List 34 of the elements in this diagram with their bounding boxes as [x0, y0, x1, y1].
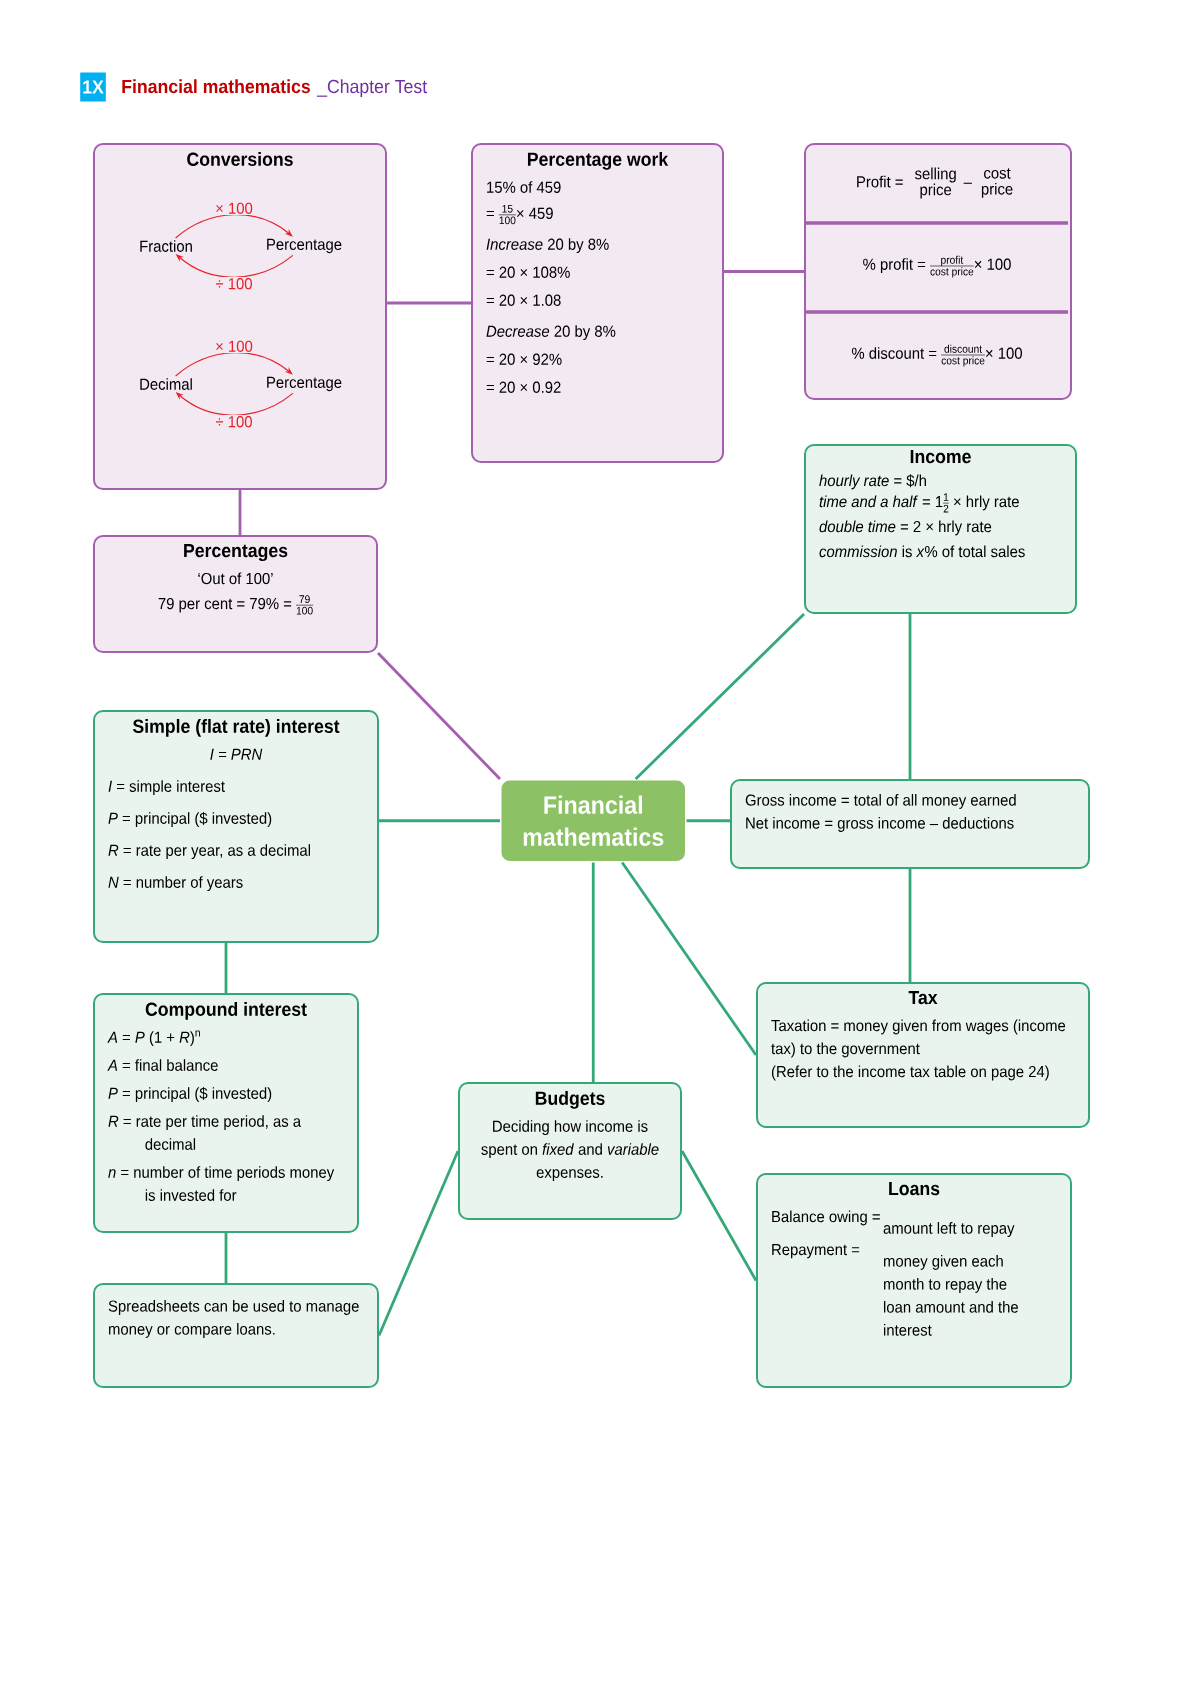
edge-label: ÷ 100 — [214, 415, 254, 429]
connector-line — [591, 862, 595, 1082]
connector-line — [908, 614, 912, 779]
connector-line — [634, 613, 805, 780]
connector-line — [224, 1233, 228, 1283]
connector-line — [238, 490, 242, 535]
connector-line — [224, 943, 228, 993]
topic-box: Gross income = total of all money earned Net income = gross income – deductions — [730, 779, 1090, 869]
connector-line — [724, 270, 804, 273]
term-label: Percentage — [267, 238, 342, 254]
topic-box: Compound interest A = P (1 + R)$^{n}$ A = final balance P = principal ($ invested) R = rate per time period, as a decimal n = number of time periods money is invested for — [93, 993, 359, 1233]
connector-line — [908, 869, 912, 982]
section-badge: 1X — [80, 72, 106, 102]
connector-line — [379, 819, 500, 823]
connector-line — [680, 1150, 758, 1282]
connector-line — [621, 861, 758, 1056]
connector-line — [387, 301, 471, 305]
curved-arrow — [175, 214, 293, 239]
topic-box: Tax Taxation = money given from wages (income tax) to the government (Refer to the income tax table on page 24) — [756, 982, 1090, 1128]
title: Financial mathematics — [122, 79, 310, 94]
topic-box: Simple (flat rate) interest I = PRN I = simple interest P = principal ($ invested) R = rate per year, as a decimal N = number of years — [93, 710, 379, 943]
topic-box: Loans Balance owing = amount left to repay Repayment = money given each month to repay the loan amount and the interest — [756, 1173, 1072, 1388]
note-box: Spreadsheets can be used to manage money or compare loans. — [93, 1283, 379, 1388]
edge-label: ÷ 100 — [214, 277, 254, 291]
connector-line — [377, 1150, 460, 1337]
central-topic-box: Financial mathematics — [500, 779, 687, 863]
connector-line — [686, 819, 730, 823]
curved-arrow — [175, 352, 293, 377]
term-label: Fraction — [140, 240, 192, 252]
subtitle: _Chapter Test — [316, 79, 427, 97]
term-label: Decimal — [140, 378, 192, 390]
connector-line — [377, 652, 501, 780]
topic-box: Budgets Deciding how income is spent on fixed and variable expenses. — [458, 1082, 682, 1220]
term-label: Percentage — [267, 376, 342, 392]
